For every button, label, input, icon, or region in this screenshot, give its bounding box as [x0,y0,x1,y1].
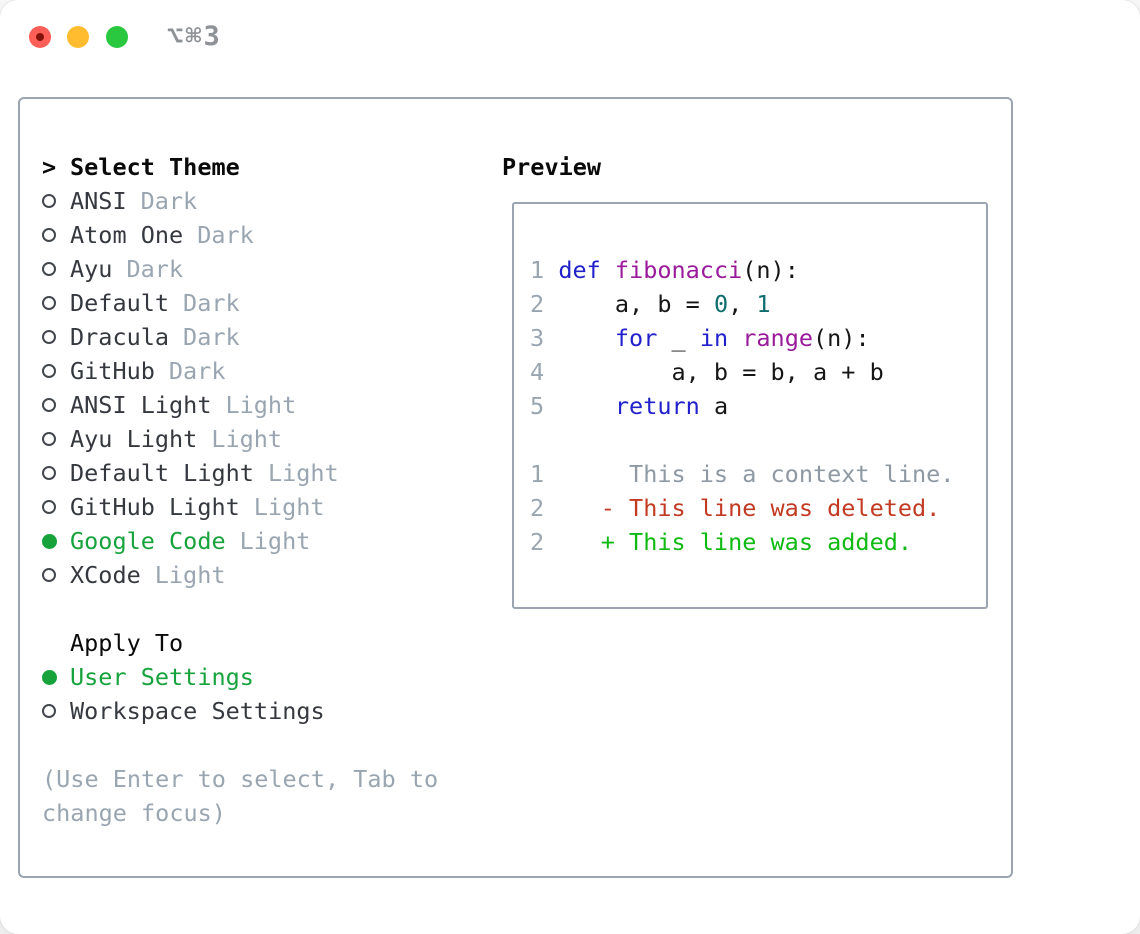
apply-to-title: Apply To [70,629,184,657]
theme-item[interactable]: ANSI Dark [42,184,462,218]
preview-code-line: 3 for _ in range(n): [530,324,870,352]
preview-code-line: 1 This is a context line. [530,460,955,488]
theme-item[interactable]: Ayu Light Light [42,422,462,456]
preview-code-line [530,423,986,457]
theme-name: Ayu [70,255,113,283]
theme-item[interactable]: ANSI Light Light [42,388,462,422]
apply-to-option[interactable]: User Settings [42,660,462,694]
theme-variant: Dark [197,221,254,249]
theme-name: XCode [70,561,141,589]
theme-variant: Light [154,561,226,589]
radio-circle-icon [42,704,56,718]
theme-variant: Light [211,425,283,453]
theme-name: ANSI Light [70,391,212,419]
titlebar: ⌥⌘3 [0,0,1140,74]
hint-text: (Use Enter to select, Tab to change focu… [42,765,439,827]
apply-option-name: Workspace Settings [70,697,325,725]
theme-variant: Light [267,459,339,487]
spacer [42,728,462,762]
theme-name: Default Light [70,459,254,487]
close-button[interactable] [29,26,51,48]
radio-circle-icon [42,500,56,514]
preview-code-line: 2 + This line was added. [530,528,913,556]
theme-item[interactable]: Default Light Light [42,456,462,490]
theme-name: Atom One [70,221,184,249]
apply-to-option[interactable]: Workspace Settings [42,694,462,728]
theme-name: Default [70,289,170,317]
theme-list-header: > Select Theme [42,150,462,184]
theme-list-title: Select Theme [70,153,240,181]
theme-item[interactable]: Google Code Light [42,524,462,558]
preview-code-line: 4 a, b = b, a + b [530,358,884,386]
radio-selected-icon [42,669,57,685]
theme-variant: Light [239,527,311,555]
radio-circle-icon [42,330,56,344]
theme-name: Ayu Light [70,425,198,453]
theme-item[interactable]: GitHub Light Light [42,490,462,524]
theme-name: Google Code [70,527,226,555]
radio-circle-icon [42,568,56,582]
preview-label: Preview [502,153,602,181]
preview-code-line: 5 return a [530,392,729,420]
radio-circle-icon [42,194,56,208]
preview-code: 1 def fibonacci(n): 2 a, b = 0, 1 3 for _ … [530,253,986,559]
theme-variant: Dark [126,255,184,283]
preview-box: 1 def fibonacci(n): 2 a, b = 0, 1 3 for _ … [512,202,988,609]
theme-item[interactable]: Dracula Dark [42,320,462,354]
theme-item[interactable]: GitHub Dark [42,354,462,388]
theme-variant: Dark [140,187,198,215]
radio-circle-icon [42,398,56,412]
list-cursor-icon: > [42,153,57,181]
theme-variant: Dark [183,289,240,317]
theme-item[interactable]: Default Dark [42,286,462,320]
preview-code-line: 2 a, b = 0, 1 [530,290,771,318]
apply-option-name: User Settings [70,663,254,691]
theme-item[interactable]: XCode Light [42,558,462,592]
theme-name: ANSI [70,187,127,215]
theme-name: GitHub Light [70,493,240,521]
radio-circle-icon [42,296,56,310]
theme-variant: Light [225,391,297,419]
close-dot-icon [36,33,44,41]
preview-code-line: 1 def fibonacci(n): [530,256,799,284]
minimize-button[interactable] [67,26,89,48]
zoom-button[interactable] [106,26,128,48]
theme-item[interactable]: Ayu Dark [42,252,462,286]
spacer [42,592,462,626]
window-title: ⌥⌘3 [167,21,222,52]
theme-name: Dracula [70,323,170,351]
apply-to-header: Apply To [42,626,462,660]
radio-circle-icon [42,262,56,276]
theme-item[interactable]: Atom One Dark [42,218,462,252]
radio-circle-icon [42,228,56,242]
radio-circle-icon [42,432,56,446]
preview-code-line: 2 - This line was deleted. [530,494,941,522]
radio-circle-icon [42,466,56,480]
radio-selected-icon [42,533,57,549]
theme-variant: Dark [183,323,240,351]
radio-circle-icon [42,364,56,378]
theme-name: GitHub [70,357,155,385]
theme-variant: Light [253,493,325,521]
theme-variant: Dark [168,357,226,385]
